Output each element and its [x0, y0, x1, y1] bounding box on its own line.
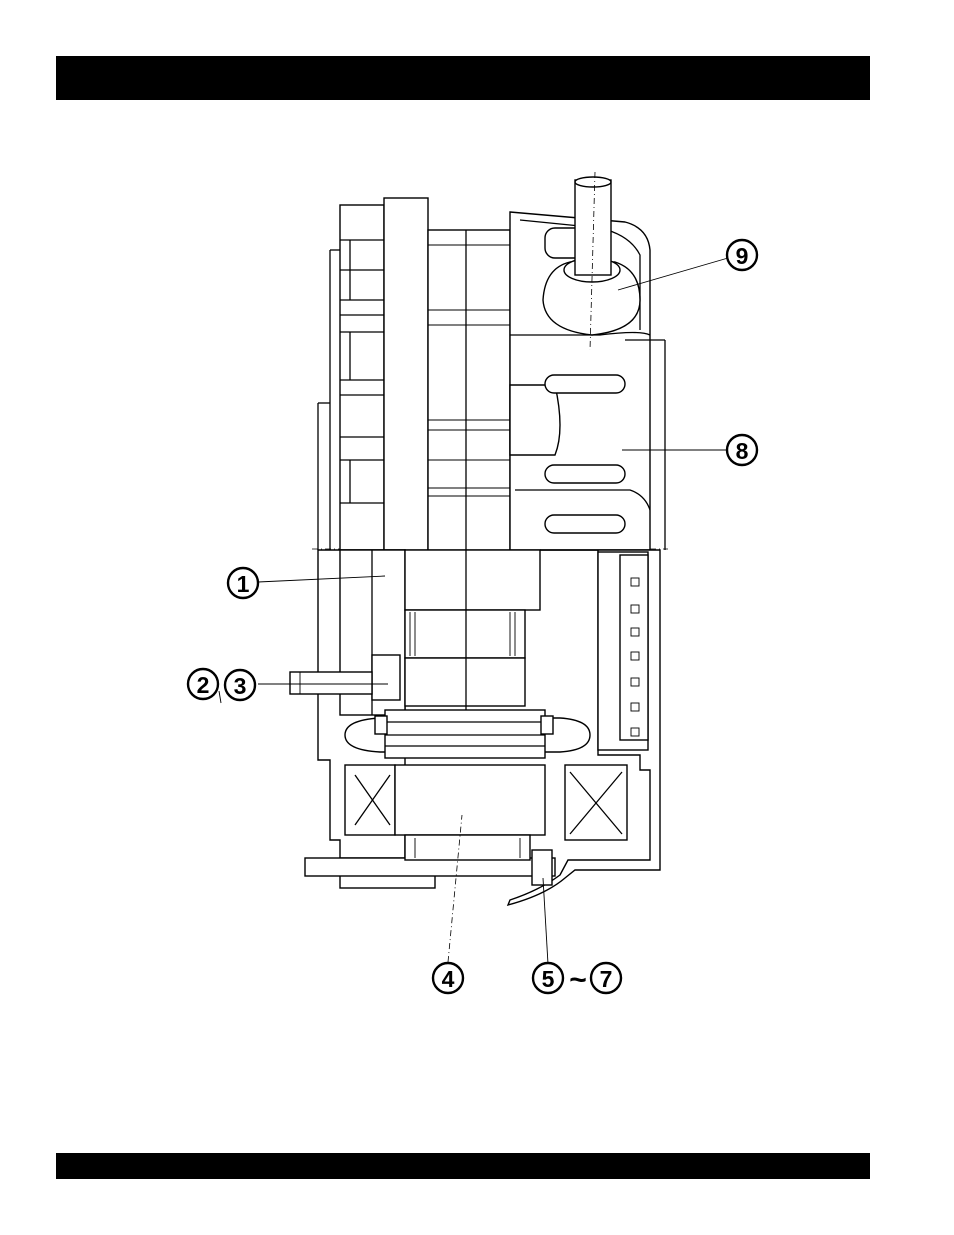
- callout-8: 8: [727, 435, 757, 465]
- svg-text:~: ~: [569, 964, 587, 997]
- svg-text:9: 9: [736, 243, 749, 269]
- rotor-core-lower: [405, 550, 540, 712]
- svg-text:5: 5: [542, 966, 555, 992]
- callout-1: 1: [228, 568, 258, 598]
- svg-text:2: 2: [197, 672, 210, 698]
- svg-text:4: 4: [442, 966, 455, 992]
- end-bracket-upper: [318, 198, 428, 550]
- callout-9: 9: [727, 240, 757, 270]
- callout-2: 2: [188, 669, 218, 699]
- callout-5: 5: [533, 963, 563, 993]
- fan-assembly: [345, 710, 590, 758]
- callout-7: 7: [591, 963, 621, 993]
- rotor-core-upper: [428, 230, 510, 550]
- svg-text:1: 1: [237, 571, 250, 597]
- svg-text:7: 7: [600, 966, 613, 992]
- callout-range-tilde: ~: [569, 964, 587, 997]
- svg-text:3: 3: [234, 673, 247, 699]
- callout-3: 3: [225, 670, 255, 700]
- callout-4: 4: [433, 963, 463, 993]
- svg-text:8: 8: [736, 438, 749, 464]
